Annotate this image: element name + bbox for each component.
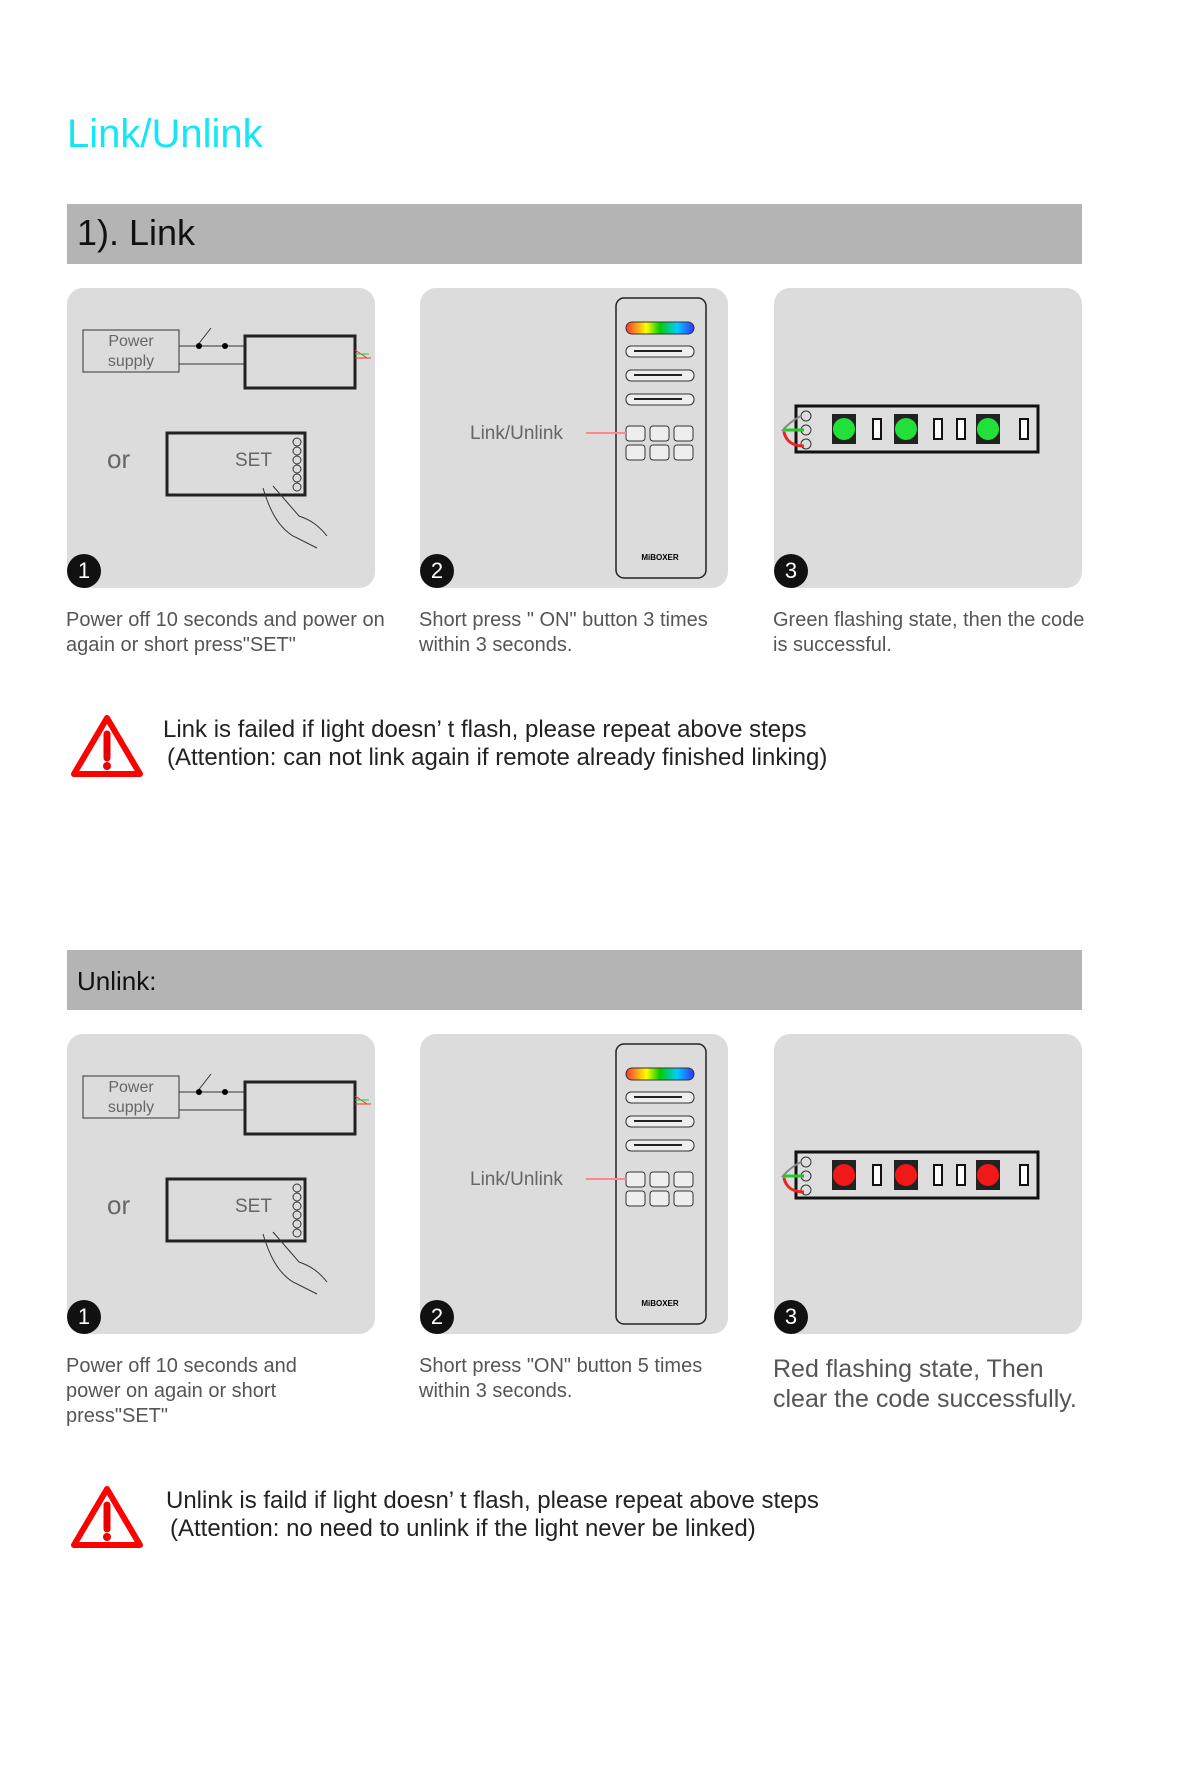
remote-diagram: MiBOXER Link/Unlink [470, 297, 707, 579]
svg-text:MiBOXER: MiBOXER [641, 553, 679, 562]
link-step-3-caption: Green flashing state, then the code is s… [773, 609, 1085, 656]
step-number-badge: 2 [420, 1300, 454, 1334]
set-label: SET [235, 1196, 272, 1217]
warning-line-2: (Attention: no need to unlink if the lig… [170, 1515, 756, 1542]
svg-text:MiBOXER: MiBOXER [641, 1299, 679, 1308]
power-label: Power [108, 333, 154, 350]
supply-label: supply [108, 353, 154, 370]
power-label: Power [108, 1079, 154, 1096]
unlink-step-3-panel: 3 [774, 1034, 1082, 1334]
unlink-step-2-panel: MiBOXER Link/Unlink 2 [420, 1034, 728, 1334]
link-section-header: 1). Link [67, 204, 1082, 264]
led-strip-diagram [780, 1150, 1040, 1200]
warning-icon [71, 715, 143, 777]
link-step-3-panel: 3 [774, 288, 1082, 588]
step-number-badge: 1 [67, 554, 101, 588]
unlink-step-2-caption: Short press "ON" button 5 times within 3… [419, 1355, 703, 1402]
unlink-warning-text: Unlink is faild if light doesn’ t flash,… [166, 1487, 819, 1543]
or-label: or [107, 1190, 130, 1220]
link-unlink-label: Link/Unlink [470, 1169, 563, 1190]
warning-line-2: (Attention: can not link again if remote… [167, 744, 828, 771]
or-label: or [107, 444, 130, 474]
unlink-step-1-caption: Power off 10 seconds and power on again … [66, 1355, 297, 1427]
warning-line-1: Link is failed if light doesn’ t flash, … [163, 716, 807, 743]
remote-diagram: MiBOXER Link/Unlink [470, 1043, 707, 1325]
warning-line-1: Unlink is faild if light doesn’ t flash,… [166, 1487, 819, 1514]
step-number-badge: 2 [420, 554, 454, 588]
link-step-2-caption: Short press " ON" button 3 times within … [419, 609, 708, 656]
step-number-badge: 3 [774, 1300, 808, 1334]
link-step-1-panel: Power supply or SET 1 [67, 288, 375, 588]
page-title: Link/Unlink [67, 112, 263, 156]
unlink-section-header: Unlink: [67, 950, 1082, 1010]
controller-diagram: Power supply or SET [82, 327, 371, 549]
step-number-badge: 3 [774, 554, 808, 588]
link-warning-text: Link is failed if light doesn’ t flash, … [163, 716, 827, 772]
unlink-step-3-caption: Red flashing state, Then clear the code … [773, 1355, 1077, 1413]
set-label: SET [235, 450, 272, 471]
controller-diagram: Power supply or SET [82, 1073, 371, 1295]
warning-icon [71, 1486, 143, 1548]
supply-label: supply [108, 1099, 154, 1116]
link-step-1-caption: Power off 10 seconds and power on again … [66, 609, 385, 656]
link-unlink-label: Link/Unlink [470, 423, 563, 444]
led-strip-diagram [780, 404, 1040, 454]
unlink-step-1-panel: Power supply or SET 1 [67, 1034, 375, 1334]
step-number-badge: 1 [67, 1300, 101, 1334]
link-step-2-panel: MiBOXER Link/Unlink 2 [420, 288, 728, 588]
